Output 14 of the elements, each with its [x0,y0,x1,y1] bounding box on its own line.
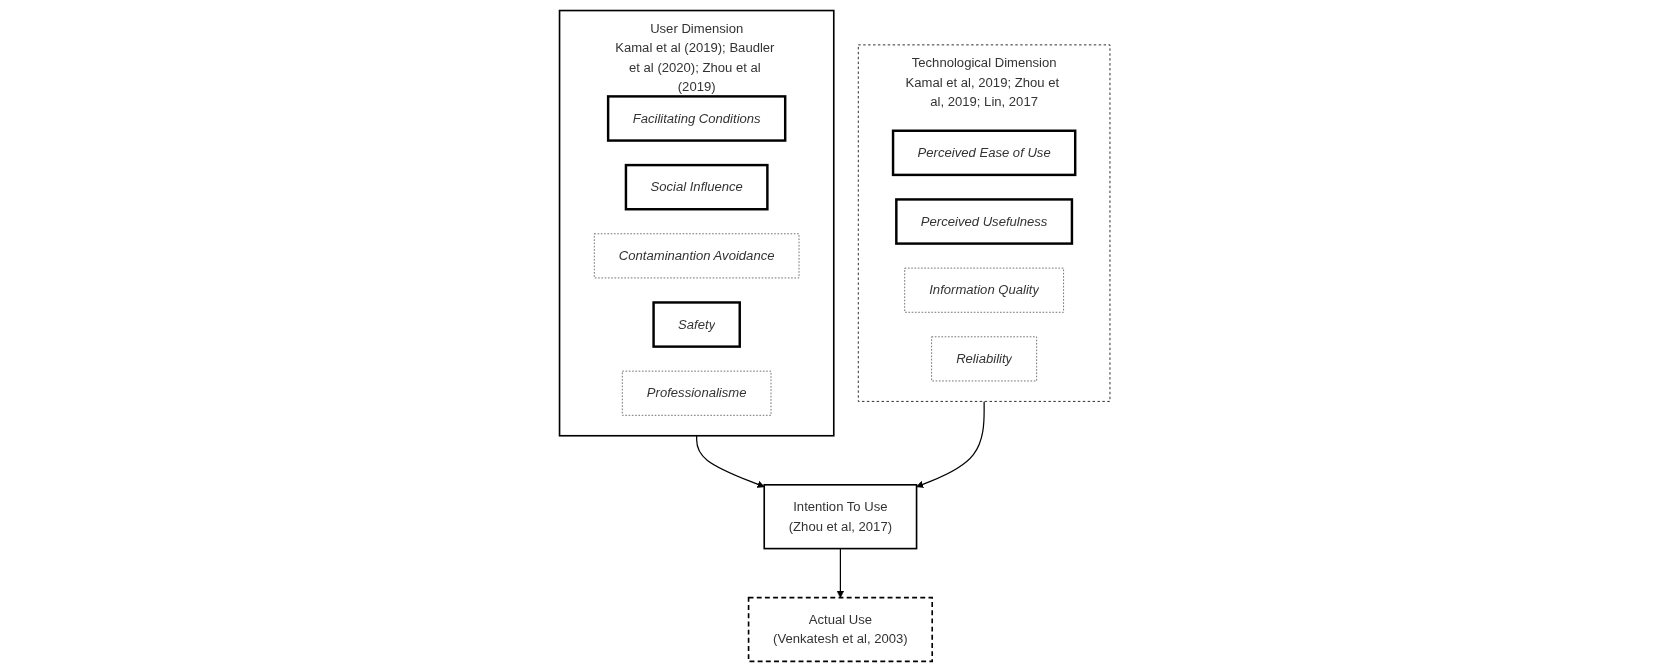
node-box: Facilitating Conditions [606,95,787,142]
node-box: Contaminantion Avoidance [593,233,800,279]
node-box: Social Influence [624,163,769,211]
node-box: Perceived Usefulness [894,198,1073,245]
arrow [695,435,765,488]
node-box: Safety [652,301,741,348]
node-box: Information Quality [904,267,1064,313]
arrow [916,400,985,488]
node-box: Reliability [930,336,1037,382]
node-box: Intention To Use (Zhou et al, 2017) [763,484,918,550]
arrow [836,548,844,598]
node-box: Actual Use (Venkatesh et al, 2003) [747,596,933,663]
node-box: Perceived Ease of Use [891,129,1077,177]
node-box: Professionalisme [621,370,772,416]
